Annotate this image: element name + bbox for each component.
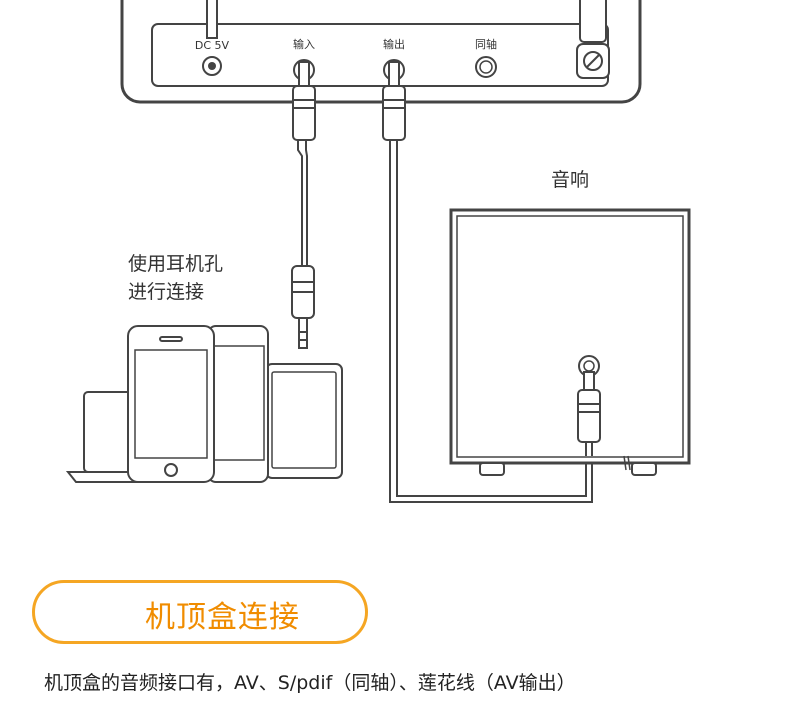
antenna (579, 0, 607, 43)
speaker (449, 208, 691, 476)
input-cable (291, 61, 316, 349)
port-label-coaxial: 同轴 (475, 37, 497, 51)
output-cable (382, 61, 593, 503)
phone-hint-line2: 进行连接 (128, 281, 204, 303)
tablet-icon (265, 363, 343, 479)
port-label-input: 输入 (293, 37, 315, 51)
phone-back-icon (207, 325, 269, 483)
phone-hint-line1: 使用耳机孔 (128, 253, 223, 275)
speaker-label: 音响 (551, 169, 589, 191)
speaker-foot-left (479, 462, 505, 476)
dc-port (202, 0, 222, 76)
speaker-foot-right (631, 462, 657, 476)
section-description: 机顶盒的音频接口有，AV、S/pdif（同轴）、莲花线（AV输出） (44, 672, 576, 694)
port-label-dc: DC 5V (195, 39, 230, 52)
section-title: 机顶盒连接 (145, 600, 300, 635)
section-badge: 机顶盒连接 (32, 580, 368, 644)
port-label-output: 输出 (383, 37, 405, 51)
speaker-rca-plug (577, 371, 601, 456)
coaxial-port (475, 56, 497, 78)
mobile-devices (65, 325, 343, 483)
phone-front-icon (127, 325, 215, 483)
